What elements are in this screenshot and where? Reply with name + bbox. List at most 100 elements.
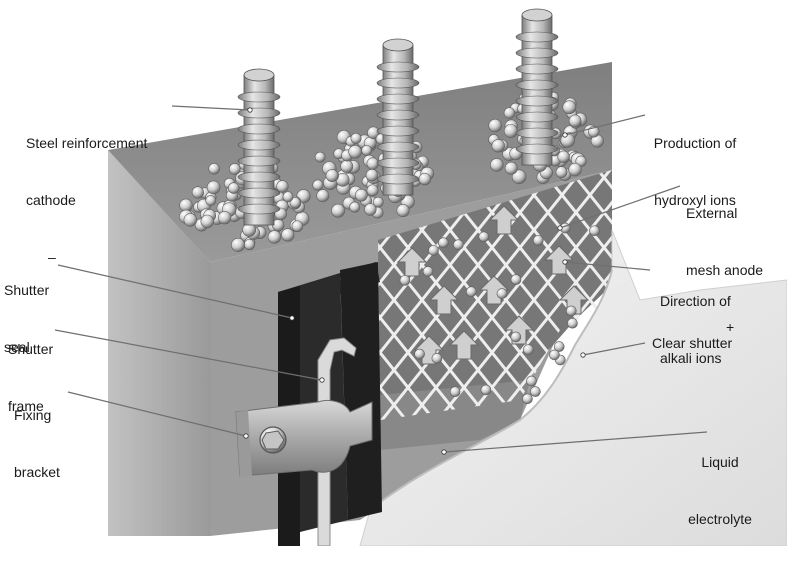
hydroxyl-ion	[568, 162, 582, 177]
hydroxyl-ion	[208, 162, 220, 175]
label-clear-shutter: Clear shutter	[652, 335, 733, 351]
leader-lines	[54, 105, 708, 453]
hydroxyl-ion	[478, 231, 490, 243]
label-shutter-seal-line1: Shutter	[4, 282, 50, 298]
hydroxyl-ion	[567, 317, 578, 329]
label-anode-line1: External	[686, 205, 738, 221]
rebar-rib	[515, 63, 559, 75]
hydroxyl-ion	[361, 145, 373, 156]
clear-shutter-edge	[369, 269, 613, 511]
hydroxyl-ion	[366, 184, 379, 197]
leader-electrolyte	[443, 431, 708, 453]
label-production-hydroxyl: Production of hydroxyl ions	[640, 96, 750, 248]
hydroxyl-ion	[526, 375, 537, 387]
hydroxyl-ion	[282, 191, 294, 203]
hydroxyl-ion	[281, 228, 295, 242]
alkali-arrow	[488, 205, 520, 235]
hydroxyl-ion	[530, 386, 541, 397]
hydroxyl-ion	[496, 288, 508, 299]
rebar-rib	[376, 77, 420, 89]
hydroxyl-ion	[228, 182, 240, 194]
rebar-top	[243, 68, 275, 82]
rebar-rib	[515, 47, 559, 59]
label-liquid-electrolyte: Liquid electrolyte	[680, 415, 760, 567]
hydroxyl-ion	[503, 107, 516, 119]
rebar-rib	[515, 143, 559, 155]
label-fixing-line2: bracket	[14, 464, 60, 480]
rebar-rib	[237, 155, 281, 167]
hydroxyl-ion	[565, 305, 577, 317]
leader-dot-anode	[557, 225, 563, 231]
rebar-rib	[515, 127, 559, 139]
rebar-rib	[376, 157, 420, 169]
leader-anode	[559, 185, 681, 229]
electrochemical-realkalisation-diagram: Steel reinforcement cathode – Production…	[4, 8, 787, 547]
label-electrolyte-line1: Liquid	[701, 454, 739, 470]
label-shutter-seal-line2: seal	[4, 339, 30, 355]
hydroxyl-ion	[422, 266, 434, 277]
hydroxyl-ion	[557, 150, 570, 163]
hydroxyl-ion	[562, 100, 577, 115]
hydroxyl-ion	[331, 203, 346, 218]
mesh-strand	[496, 170, 612, 420]
alkali-arrow	[428, 285, 460, 315]
hydroxyl-ion	[510, 274, 522, 285]
label-fixing-bracket: Fixing bracket	[14, 368, 60, 520]
leader-dot-shutter-frame	[319, 377, 325, 383]
hydroxyl-ion	[511, 169, 527, 185]
hydroxyl-ion	[228, 163, 241, 175]
hydroxyl-ion	[532, 235, 544, 246]
mesh-strand	[378, 170, 460, 420]
rebar-rib	[515, 111, 559, 123]
hydroxyl-ion	[267, 230, 282, 244]
label-steel-sign: –	[48, 249, 56, 265]
rebar-rib	[376, 141, 420, 153]
rebar-rib	[376, 93, 420, 105]
hydroxyl-ion	[523, 344, 534, 355]
leader-dot-hydroxyl	[562, 132, 568, 138]
label-direction-alkali: Direction of alkali ions	[660, 254, 731, 406]
hydroxyl-ion	[466, 286, 477, 298]
label-fixing-line1: Fixing	[14, 407, 52, 423]
hydroxyl-ion	[366, 157, 379, 170]
hydroxyl-ion	[418, 172, 432, 186]
hydroxyl-ion	[200, 214, 214, 229]
label-alkali-line2: alkali ions	[660, 350, 722, 366]
hydroxyl-ion	[431, 353, 443, 364]
hydroxyl-ion	[438, 237, 449, 248]
rebar-rib	[515, 95, 559, 107]
hydroxyl-ion	[399, 275, 411, 286]
hydroxyl-ion	[589, 225, 600, 237]
hydroxyl-ion	[325, 169, 339, 182]
hydroxyl-ion	[504, 161, 518, 175]
rebar-rib	[515, 79, 559, 91]
leader-dot-fixing	[243, 433, 249, 439]
rebar-rib	[237, 187, 281, 199]
concrete-side-face	[108, 150, 210, 536]
rebar-rib	[237, 203, 281, 215]
label-shutter-frame-line2: frame	[8, 398, 44, 414]
hydroxyl-ion	[549, 349, 560, 361]
leader-dot-clear-shutter	[580, 352, 586, 358]
hydroxyl-ion	[503, 124, 518, 138]
shutter-frame-inner-post	[340, 262, 382, 520]
mesh-strand	[552, 170, 612, 420]
hydroxyl-ion	[340, 159, 354, 173]
hydroxyl-ion	[553, 341, 565, 352]
leader-alkali	[564, 261, 651, 271]
rebar-top	[382, 38, 414, 52]
diagram-artwork	[54, 8, 787, 547]
hydroxyl-ion	[364, 203, 377, 216]
hydroxyl-ion	[428, 245, 439, 256]
hydroxyl-ion	[205, 195, 217, 206]
hydroxyl-ion	[348, 145, 362, 159]
hydroxyl-ion	[289, 197, 301, 209]
leader-shutter-seal	[57, 264, 293, 319]
rebar-rib	[376, 125, 420, 137]
leader-dot-electrolyte	[441, 449, 447, 455]
rebar-rib	[237, 139, 281, 151]
hydroxyl-ion	[510, 331, 522, 343]
rebar-rib	[376, 109, 420, 121]
hydroxyl-ion	[183, 213, 198, 227]
hydroxyl-ion	[243, 238, 256, 251]
